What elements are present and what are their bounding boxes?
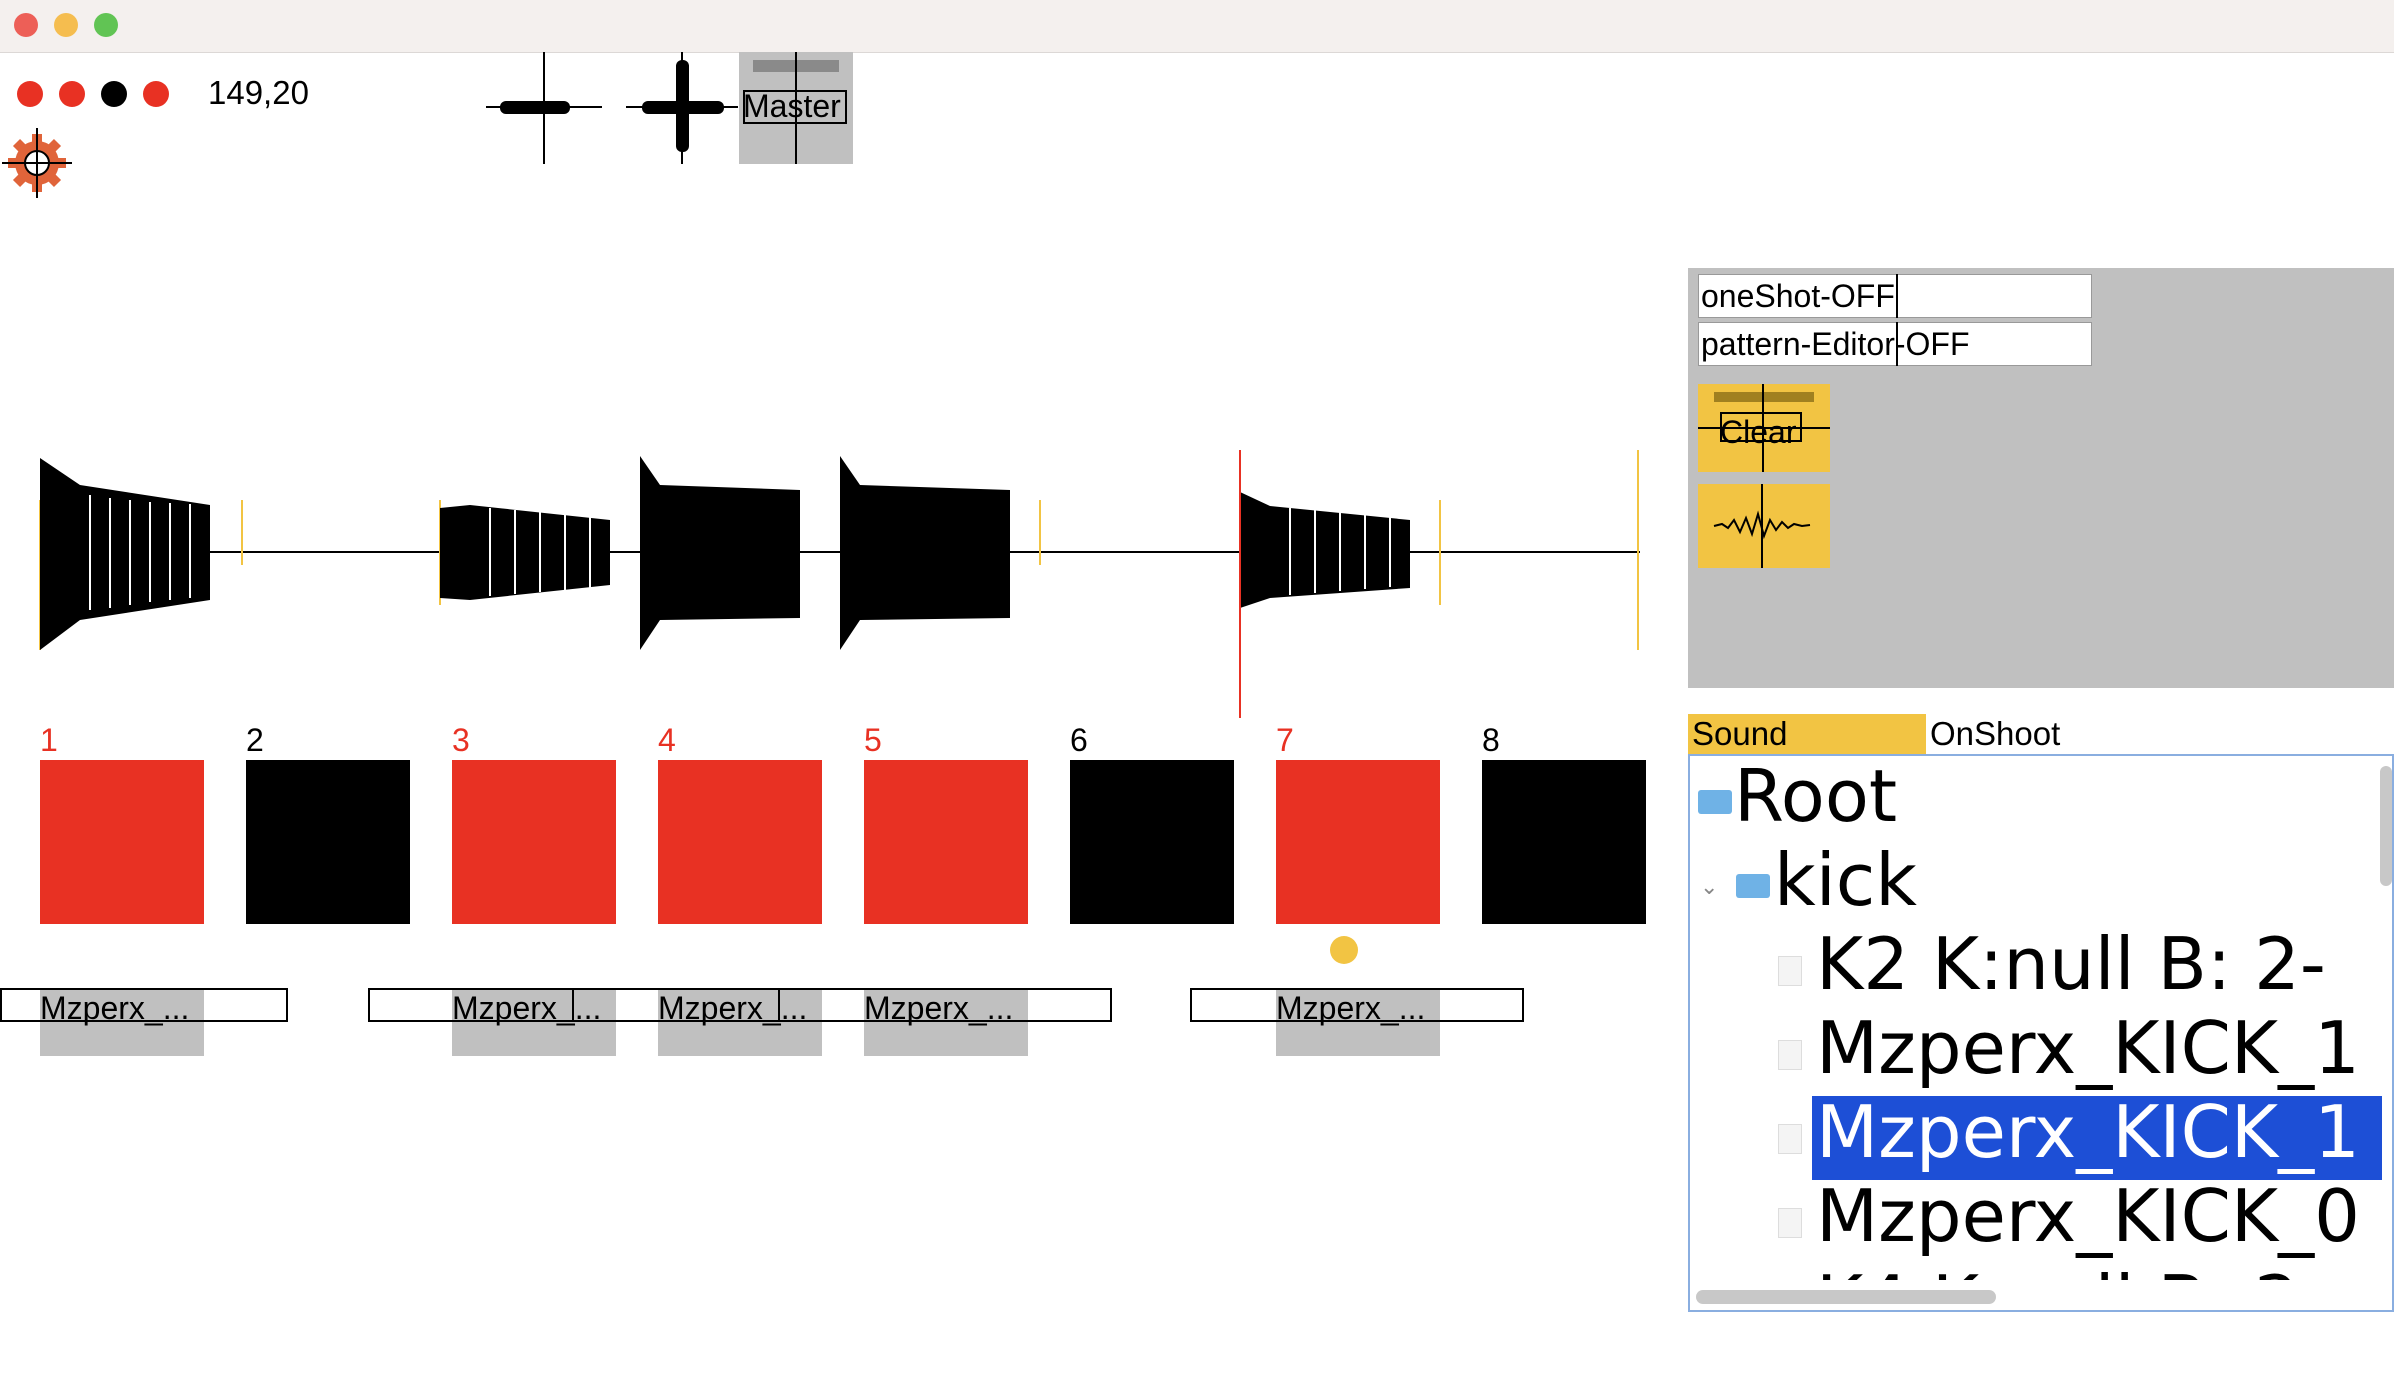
- sample-name-box-1[interactable]: [0, 988, 288, 1022]
- tree-item[interactable]: Mzperx_KICK_0: [1816, 1174, 2360, 1258]
- folder-icon: [1698, 790, 1732, 814]
- status-dot-2: [59, 81, 85, 107]
- bpm-display: 149,20: [208, 74, 309, 111]
- clear-label: Clear: [1720, 414, 1797, 450]
- step-pad-3[interactable]: [452, 760, 616, 924]
- sample-slot-5[interactable]: [864, 988, 1028, 1056]
- step-pad-1[interactable]: [40, 760, 204, 924]
- sample-name-3: Mzperx_...: [452, 990, 602, 1026]
- close-window-button[interactable]: [14, 13, 38, 37]
- step-number-7: 7: [1276, 722, 1294, 758]
- tree-item[interactable]: Mzperx_KICK_1: [1816, 1006, 2360, 1090]
- step-number-5: 5: [864, 722, 882, 758]
- step-number-6: 6: [1070, 722, 1088, 758]
- title-bar: [0, 0, 2394, 53]
- playhead-indicator: [1330, 936, 1358, 964]
- zoom-window-button[interactable]: [94, 13, 118, 37]
- sample-slot-1[interactable]: [40, 988, 204, 1056]
- chevron-down-icon[interactable]: ⌄: [1700, 874, 1719, 899]
- tab-onshoot[interactable]: OnShoot: [1926, 714, 2226, 754]
- tree-root[interactable]: Root: [1734, 754, 1898, 838]
- oneshot-toggle[interactable]: oneShot-OFF: [1698, 274, 2092, 318]
- sample-name-box-7[interactable]: [1190, 988, 1524, 1022]
- folder-icon: [1736, 874, 1770, 898]
- file-icon: [1778, 1040, 1802, 1070]
- master-button[interactable]: Master: [739, 52, 853, 164]
- file-icon: [1778, 1124, 1802, 1154]
- file-icon: [1778, 1208, 1802, 1238]
- step-pad-8[interactable]: [1482, 760, 1646, 924]
- minimize-window-button[interactable]: [54, 13, 78, 37]
- status-dot-1: [17, 81, 43, 107]
- sample-browser-tree[interactable]: Root ⌄ kick K2 K:null B: 2- Mzperx_KICK_…: [1688, 754, 2394, 1312]
- sample-name-7: Mzperx_...: [1276, 990, 1426, 1026]
- master-label: Master: [743, 88, 841, 124]
- gear-icon[interactable]: [2, 128, 72, 198]
- status-dot-4: [143, 81, 169, 107]
- step-number-1: 1: [40, 722, 58, 758]
- sample-slot-7[interactable]: [1276, 988, 1440, 1056]
- step-pad-4[interactable]: [658, 760, 822, 924]
- vertical-scrollbar[interactable]: [2380, 766, 2392, 886]
- step-number-3: 3: [452, 722, 470, 758]
- waveform-icon[interactable]: [1698, 484, 1830, 568]
- plus-icon[interactable]: [626, 52, 738, 164]
- tree-folder-kick[interactable]: kick: [1774, 838, 1917, 922]
- step-pad-6[interactable]: [1070, 760, 1234, 924]
- step-pad-2[interactable]: [246, 760, 410, 924]
- horizontal-scrollbar[interactable]: [1696, 1290, 1996, 1304]
- sample-slot-4[interactable]: [658, 988, 822, 1056]
- sample-slot-3[interactable]: [452, 988, 616, 1056]
- tab-sound[interactable]: Sound: [1688, 714, 1926, 754]
- clear-button[interactable]: Clear: [1698, 384, 1830, 472]
- sample-name-4: Mzperx_...: [658, 990, 808, 1026]
- step-pad-5[interactable]: [864, 760, 1028, 924]
- sample-name-5: Mzperx_...: [864, 990, 1014, 1026]
- step-number-8: 8: [1482, 722, 1500, 758]
- sample-name-1: Mzperx_...: [40, 990, 190, 1026]
- step-number-2: 2: [246, 722, 264, 758]
- status-dot-3: [101, 81, 127, 107]
- tree-item[interactable]: K2 K:null B: 2-: [1816, 922, 2326, 1006]
- step-number-4: 4: [658, 722, 676, 758]
- tree-item-selected[interactable]: Mzperx_KICK_1: [1816, 1090, 2360, 1174]
- step-pad-7[interactable]: [1276, 760, 1440, 924]
- waveform-track: [0, 440, 1660, 720]
- file-icon: [1778, 956, 1802, 986]
- minus-icon[interactable]: [486, 52, 602, 164]
- tree-selection-highlight: [1812, 1096, 2382, 1180]
- sample-name-box-group[interactable]: [368, 988, 1112, 1022]
- pattern-editor-toggle[interactable]: pattern-Editor-OFF: [1698, 322, 2092, 366]
